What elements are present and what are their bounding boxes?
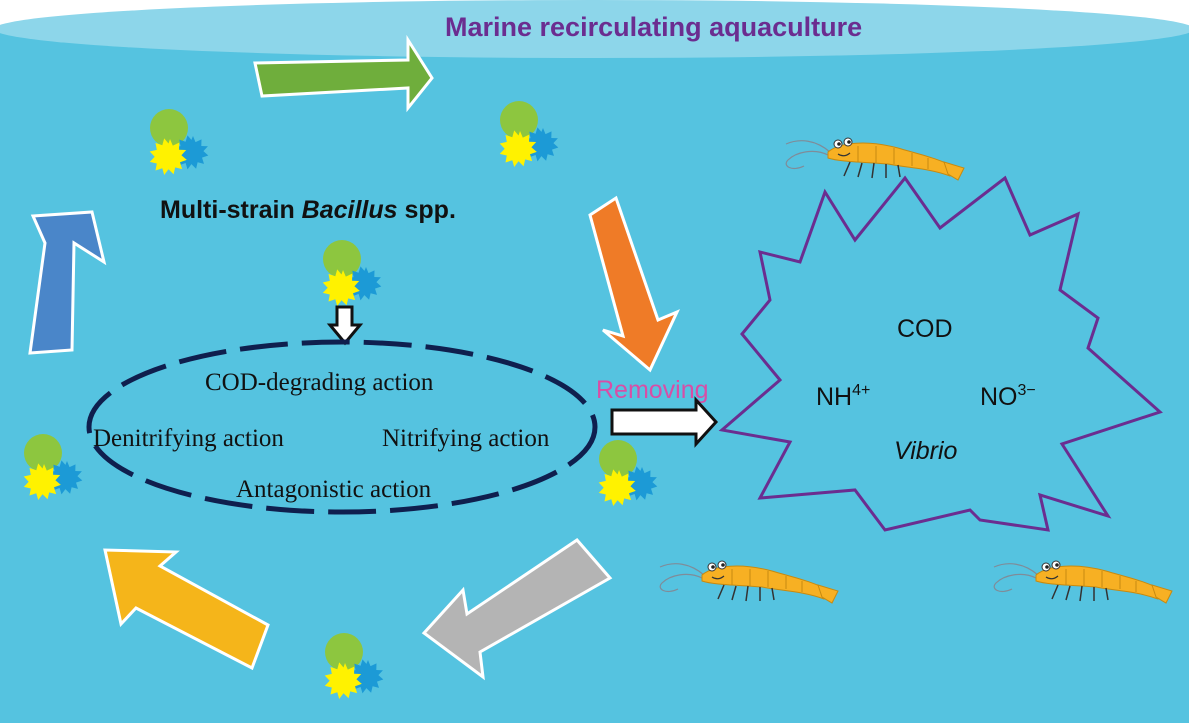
vibrio-pollutant: Vibrio	[894, 437, 958, 465]
pollutant-star	[718, 175, 1163, 532]
cod-pollutant: COD	[897, 315, 953, 343]
green-arrow	[253, 34, 434, 113]
bacillus-label: Multi-strain Bacillus spp.	[160, 196, 456, 224]
gray-arrow	[421, 538, 613, 681]
antagonistic-label: Antagonistic action	[236, 476, 432, 503]
actions-ellipse	[86, 339, 598, 515]
removing-arrow-icon	[610, 396, 719, 448]
orange-arrow	[588, 195, 681, 373]
down-arrow-icon	[326, 305, 364, 346]
denitrifying-label: Denitrifying action	[93, 425, 284, 452]
tank-surface	[0, 0, 1189, 58]
nitrifying-label: Nitrifying action	[382, 425, 550, 452]
cod-degrading-label: COD-degrading action	[205, 369, 434, 396]
no3-pollutant: NO3−	[980, 382, 1036, 411]
yellow-arrow	[103, 548, 270, 671]
diagram-title: Marine recirculating aquaculture	[445, 12, 862, 42]
removing-label: Removing	[596, 376, 709, 404]
nh4-pollutant: NH4+	[816, 382, 870, 411]
blue-arrow	[28, 210, 107, 355]
